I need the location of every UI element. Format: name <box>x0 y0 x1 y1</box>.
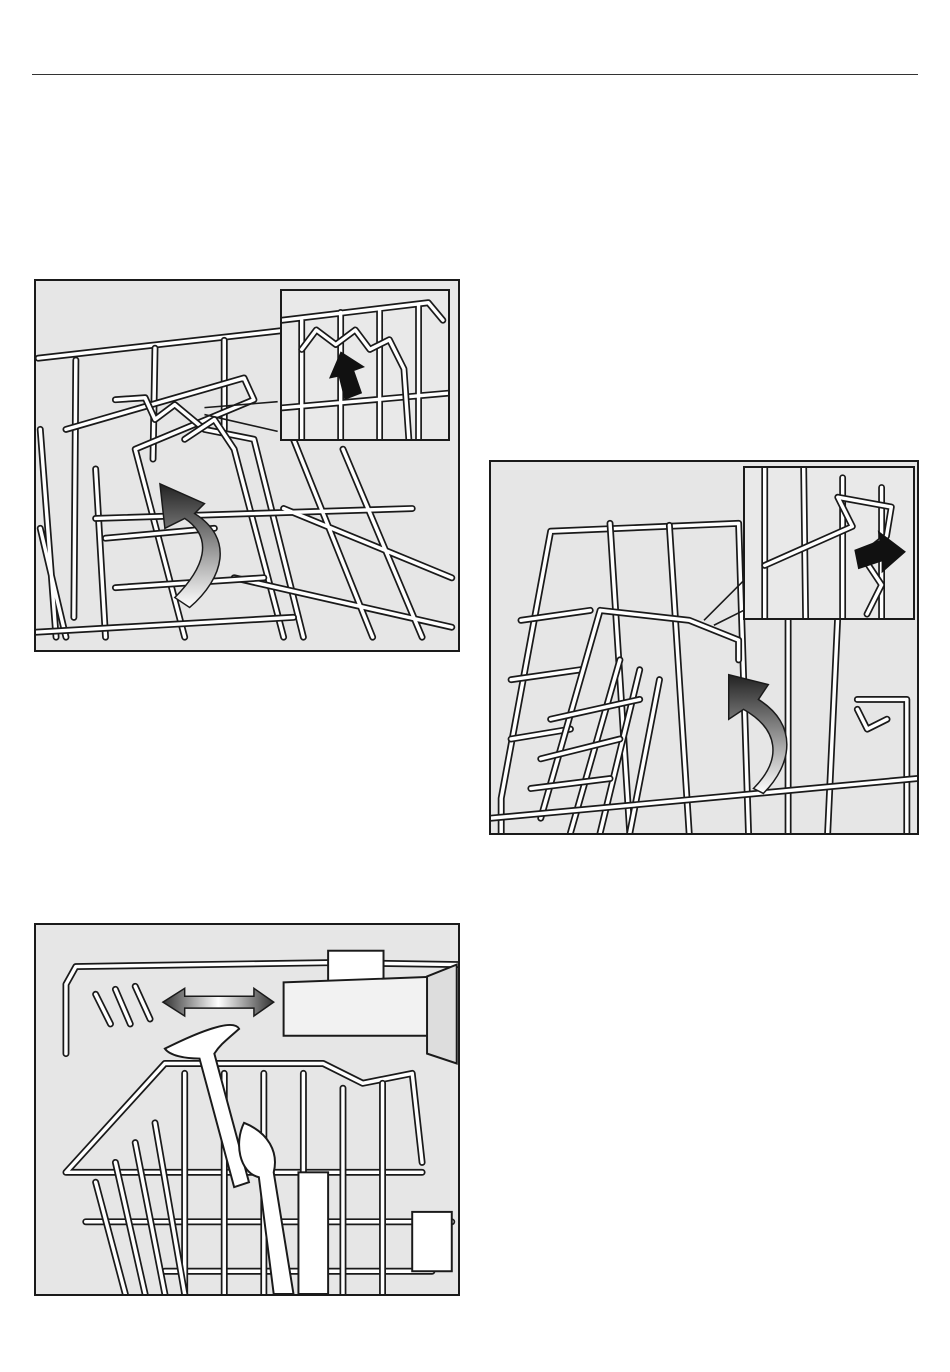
header-rule <box>32 74 918 75</box>
detail-inset <box>280 289 450 441</box>
cutlery-basket-illustration <box>36 925 458 1294</box>
figure-fold-down-rack-2 <box>489 460 919 835</box>
detail-inset <box>743 466 915 620</box>
figure-fold-down-rack-1 <box>34 279 460 652</box>
cutlery-icon <box>165 1025 249 1187</box>
arrow-up-icon <box>329 351 365 400</box>
double-arrow-icon <box>163 988 274 1016</box>
rotate-arrow-icon <box>729 675 787 794</box>
figure-cutlery-basket <box>34 923 460 1296</box>
